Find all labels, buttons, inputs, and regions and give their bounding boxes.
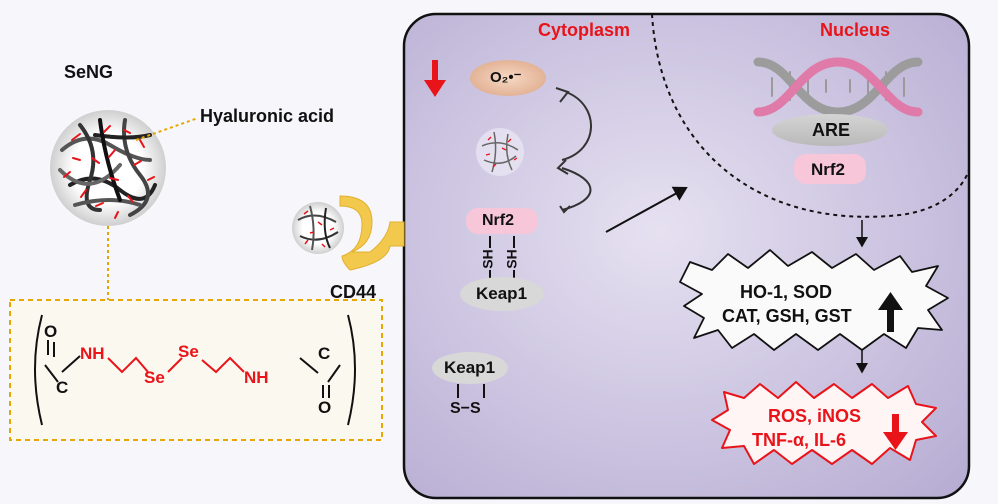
atom-o-right: O bbox=[318, 398, 332, 417]
cd44-receptor bbox=[339, 195, 405, 271]
seng-nanogel-large bbox=[50, 110, 166, 226]
keap1-bound-label: Keap1 bbox=[476, 284, 528, 303]
nucleus-label: Nucleus bbox=[820, 20, 891, 40]
superoxide-node bbox=[470, 60, 546, 96]
atom-o-left: O bbox=[44, 322, 58, 341]
nrf2-cyto-box bbox=[466, 208, 538, 234]
nrf2-nuc-box bbox=[794, 154, 866, 184]
hyaluronic-acid-label: Hyaluronic acid bbox=[200, 106, 335, 126]
inflam-line1: ROS, iNOS bbox=[768, 406, 862, 426]
sh-label-right: SH bbox=[503, 249, 520, 269]
atom-nh-right: NH bbox=[244, 368, 269, 387]
up-arrow-enzymes bbox=[878, 292, 903, 332]
superoxide-label: O₂•⁻ bbox=[490, 69, 522, 86]
inflammation-burst bbox=[711, 381, 937, 465]
seng-nanogel-small bbox=[292, 202, 344, 254]
atom-se-left: Se bbox=[144, 368, 165, 387]
structure-box bbox=[9, 299, 383, 441]
are-node bbox=[772, 114, 888, 146]
atom-nh-left: NH bbox=[80, 344, 105, 363]
nrf2-cyto-label: Nrf2 bbox=[482, 212, 515, 229]
nrf2-nuc-label: Nrf2 bbox=[811, 160, 846, 179]
arrow-to-nucleus bbox=[605, 186, 688, 233]
dna-helix bbox=[753, 57, 923, 117]
seng-label: SeNG bbox=[64, 62, 114, 82]
down-arrow-superoxide bbox=[424, 60, 446, 97]
cd44-label: CD44 bbox=[330, 282, 377, 302]
sh-label-left: SH bbox=[479, 249, 496, 269]
cytoplasm-label: Cytoplasm bbox=[538, 20, 631, 40]
disulfide-label: S−S bbox=[450, 400, 481, 417]
are-label: ARE bbox=[812, 120, 851, 140]
leader-hyaluronic bbox=[135, 117, 199, 141]
keap1-free-label: Keap1 bbox=[444, 358, 496, 377]
redox-curved-arrows bbox=[555, 87, 592, 214]
atom-c-right: C bbox=[318, 344, 331, 363]
down-arrow-inflammation bbox=[883, 414, 908, 450]
keap1-bound-node bbox=[460, 277, 544, 311]
atom-se-right: Se bbox=[178, 342, 199, 361]
nanogel-cytoplasm bbox=[476, 128, 524, 176]
enzymes-line1: HO-1, SOD bbox=[740, 282, 833, 302]
atom-c-left: C bbox=[56, 378, 69, 397]
keap1-free-node bbox=[432, 352, 508, 384]
enzymes-burst bbox=[679, 249, 949, 351]
inflam-line2: TNF-α, IL-6 bbox=[752, 430, 847, 450]
enzymes-line2: CAT, GSH, GST bbox=[722, 306, 852, 326]
